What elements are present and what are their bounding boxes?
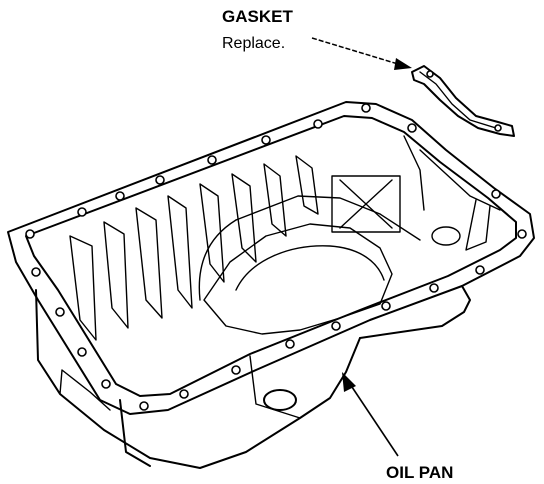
gasket-label: GASKET [222,7,293,26]
oil-pan-label: OIL PAN [386,463,453,482]
gasket-drawing [411,65,515,137]
gasket-leader-arrow [311,37,412,70]
oil-pan-drawing [7,101,535,469]
gasket-note: Replace. [222,35,285,52]
oil-pan-leader-arrow [342,372,399,457]
